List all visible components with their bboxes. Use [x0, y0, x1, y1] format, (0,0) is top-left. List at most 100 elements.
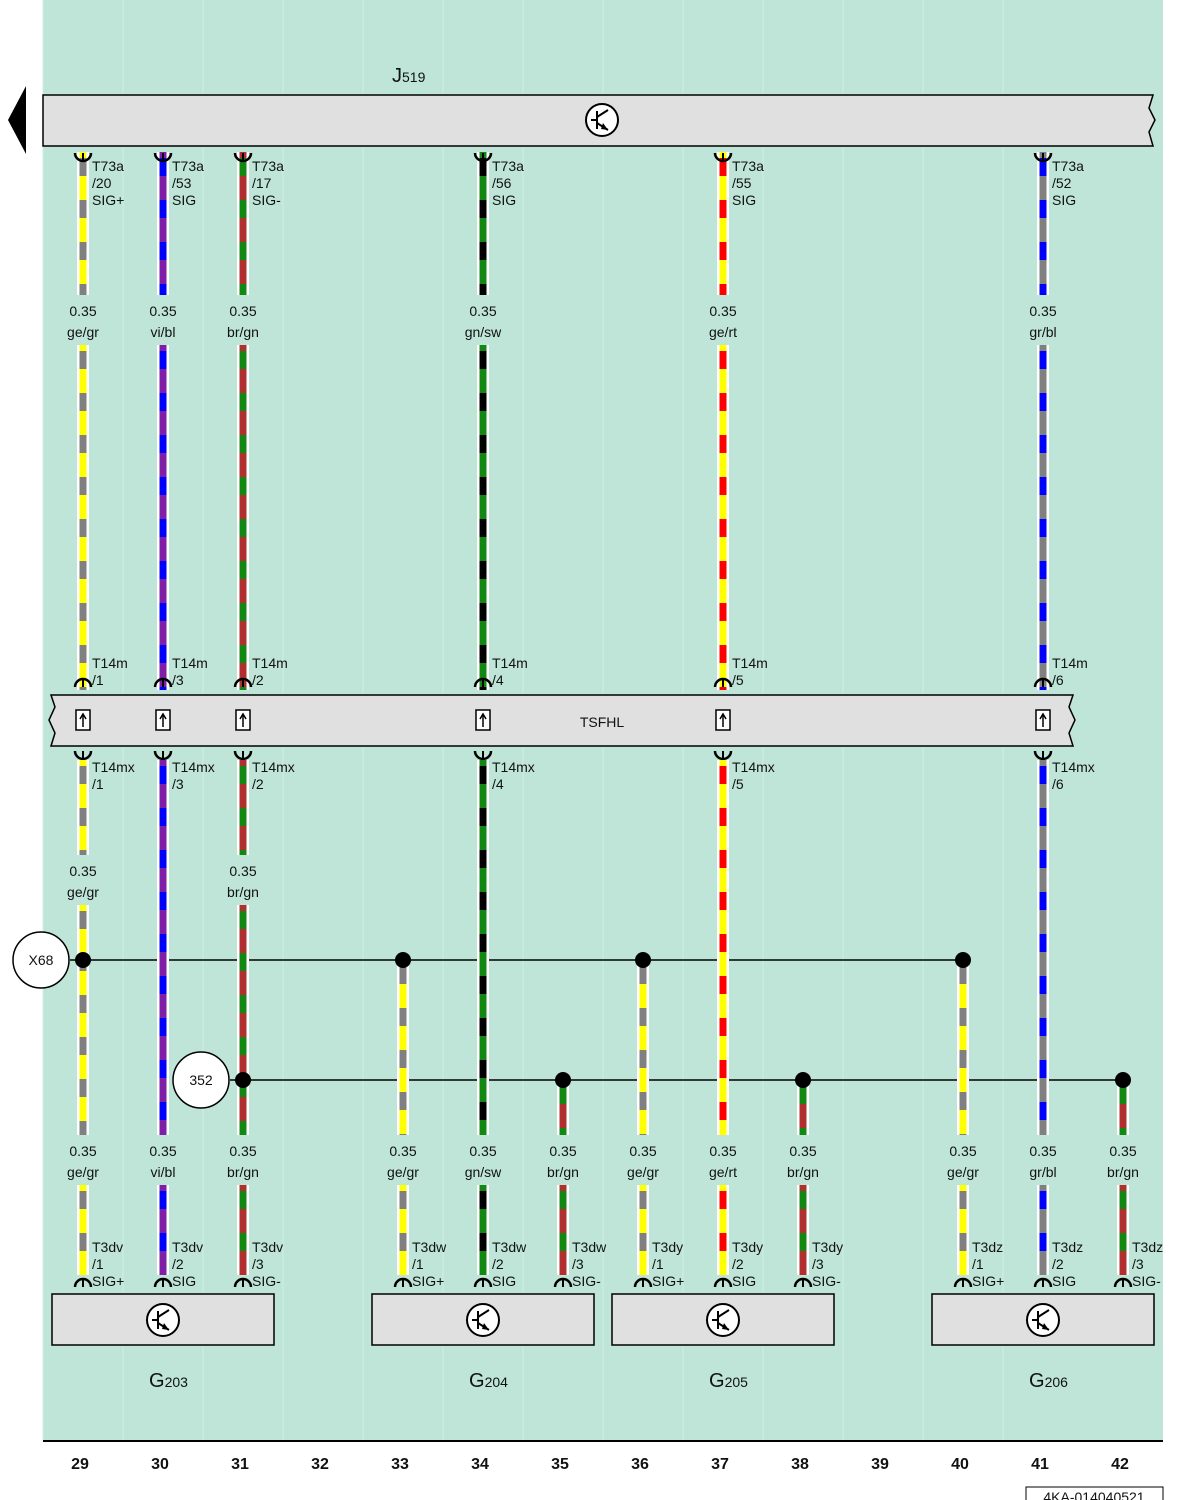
- wire-color-label: br/gn: [227, 324, 259, 340]
- splice-junction-dot: [395, 952, 411, 968]
- wire-color-label: ge/gr: [67, 884, 99, 900]
- column-number: 40: [951, 1456, 969, 1473]
- ecu-pin-label: T73a: [492, 158, 524, 174]
- sensor-pin-label: SIG+: [972, 1273, 1004, 1289]
- t14m-pin-label: T14m: [252, 655, 288, 671]
- t14mx-pin-label: /3: [172, 776, 184, 792]
- sensor-pin-label: T3dw: [412, 1239, 447, 1255]
- t14m-pin-label: /1: [92, 672, 104, 688]
- t14mx-pin-socket-icon: [73, 750, 93, 761]
- sensor-label: G203: [149, 1370, 188, 1392]
- wire-gauge-label: 0.35: [709, 303, 736, 319]
- t14m-pin-socket-icon: [233, 677, 253, 688]
- splice-junction-dot: [635, 952, 651, 968]
- t14mx-pin-label: T14mx: [732, 759, 775, 775]
- sensor-pin-socket-icon: [713, 1277, 733, 1288]
- tsfhl-pin-icon: [1035, 709, 1051, 731]
- column-number: 41: [1031, 1456, 1049, 1473]
- wire-gauge-label: 0.35: [629, 1143, 656, 1159]
- splice-junction-dot: [955, 952, 971, 968]
- sensor-label: G206: [1029, 1370, 1068, 1392]
- column-number: 42: [1111, 1456, 1129, 1473]
- sensor-pin-label: T3dy: [732, 1239, 763, 1255]
- splice-352-marker: [172, 1051, 230, 1109]
- column-number: 30: [151, 1456, 169, 1473]
- sensor-pin-label: /2: [492, 1256, 504, 1272]
- t14mx-pin-socket-icon: [233, 750, 253, 761]
- wire-color-label: ge/gr: [67, 324, 99, 340]
- tsfhl-pin-icon: [75, 709, 91, 731]
- wire-gauge-label: 0.35: [949, 1143, 976, 1159]
- wire-gauge-label: 0.35: [1109, 1143, 1136, 1159]
- sensor-pin-socket-icon: [473, 1277, 493, 1288]
- splice-x68-label: X68: [29, 952, 54, 968]
- ecu-pin-label: SIG+: [92, 192, 124, 208]
- wire-color-label: br/gn: [787, 1164, 819, 1180]
- sensor-pin-label: /1: [412, 1256, 424, 1272]
- ecu-pin-socket-icon: [233, 152, 253, 163]
- t14m-pin-label: /4: [492, 672, 504, 688]
- sensor-pin-label: T3dy: [652, 1239, 683, 1255]
- ecu-pin-label: /17: [252, 175, 272, 191]
- tsfhl-connector-block: [48, 694, 1076, 747]
- sensor-pin-socket-icon: [553, 1277, 573, 1288]
- sensor-pin-label: /3: [252, 1256, 264, 1272]
- ecu-pin-label: T73a: [172, 158, 204, 174]
- t14mx-pin-socket-icon: [473, 750, 493, 761]
- t14m-pin-label: T14m: [172, 655, 208, 671]
- ecu-pin-label: T73a: [252, 158, 284, 174]
- ecu-pin-socket-icon: [713, 152, 733, 163]
- wire-color-label: gr/bl: [1029, 1164, 1056, 1180]
- ecu-pin-label: SIG: [172, 192, 196, 208]
- wire-color-label: vi/bl: [151, 324, 176, 340]
- wire-gauge-label: 0.35: [69, 1143, 96, 1159]
- wire-labels: 0.35ge/grT73a/20SIG+T14m/1T14mx/10.35vi/…: [67, 158, 1163, 1289]
- tsfhl-pin-icon: [235, 709, 251, 731]
- t14m-pin-socket-icon: [713, 677, 733, 688]
- wires: [73, 152, 1133, 1288]
- ecu-pin-label: SIG: [732, 192, 756, 208]
- ecu-pin-socket-icon: [1033, 152, 1053, 163]
- wire-gauge-label: 0.35: [469, 1143, 496, 1159]
- sensor-pin-socket-icon: [393, 1277, 413, 1288]
- t14m-pin-label: T14m: [1052, 655, 1088, 671]
- ecu-label: J519: [392, 65, 426, 87]
- t14mx-pin-label: T14mx: [92, 759, 135, 775]
- splice-junction-dot: [235, 1072, 251, 1088]
- wire-gauge-label: 0.35: [69, 863, 96, 879]
- sensor-pin-label: SIG: [732, 1273, 756, 1289]
- wire-color-label: gn/sw: [465, 1164, 502, 1180]
- t14mx-pin-socket-icon: [713, 750, 733, 761]
- t14m-pin-label: T14m: [492, 655, 528, 671]
- wire-gauge-label: 0.35: [789, 1143, 816, 1159]
- wire-color-label: gr/bl: [1029, 324, 1056, 340]
- wire-gauge-label: 0.35: [149, 303, 176, 319]
- tsfhl-pin-icon: [715, 709, 731, 731]
- sensor-pin-socket-icon: [1113, 1277, 1133, 1288]
- column-number: 35: [551, 1456, 569, 1473]
- t14mx-pin-label: /5: [732, 776, 744, 792]
- wire-color-label: ge/rt: [709, 324, 737, 340]
- column-number: 31: [231, 1456, 249, 1473]
- ecu-pin-label: SIG: [492, 192, 516, 208]
- sensor-pin-label: /1: [92, 1256, 104, 1272]
- t14mx-pin-socket-icon: [153, 750, 173, 761]
- ecu-pin-label: /55: [732, 175, 752, 191]
- wire-gauge-label: 0.35: [709, 1143, 736, 1159]
- sensor-pin-label: T3dv: [92, 1239, 123, 1255]
- sensor-pin-label: T3dy: [812, 1239, 843, 1255]
- ecu-pin-socket-icon: [153, 152, 173, 163]
- ecu-pin-label: /52: [1052, 175, 1072, 191]
- wire-gauge-label: 0.35: [469, 303, 496, 319]
- t14mx-pin-label: T14mx: [492, 759, 535, 775]
- tsfhl-label: TSFHL: [580, 714, 625, 730]
- t14m-pin-socket-icon: [73, 677, 93, 688]
- sensor-pin-socket-icon: [233, 1277, 253, 1288]
- ecu-pin-label: /20: [92, 175, 112, 191]
- tsfhl-pin-icon: [475, 709, 491, 731]
- t14m-pin-socket-icon: [473, 677, 493, 688]
- sensor-pin-label: T3dv: [172, 1239, 203, 1255]
